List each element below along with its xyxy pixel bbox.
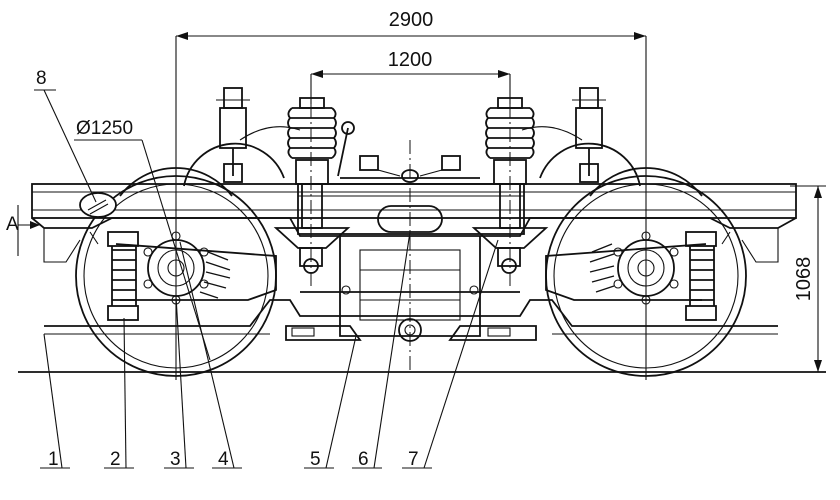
callout-2-label: 2 (110, 449, 121, 470)
callout-1-label: 1 (48, 449, 59, 470)
axlebox-spring-left (107, 231, 139, 321)
wheelbase-label: 2900 (389, 9, 434, 31)
bottom-callouts: 1 2 3 4 5 6 7 (40, 231, 499, 470)
callout-3-label: 3 (170, 449, 181, 470)
callout-4-label: 4 (218, 449, 229, 470)
callout-7-label: 7 (408, 449, 419, 470)
callout-wheel-diameter: Ø1250 (74, 118, 211, 361)
top-linkage (337, 121, 480, 183)
spring-spacing-label: 1200 (388, 49, 433, 71)
damper-left (216, 87, 250, 183)
callout-8-label: 8 (36, 68, 47, 89)
axlebox-spring-right (685, 231, 717, 321)
spring-left (273, 97, 351, 274)
dimension-spring-spacing: 1200 (310, 49, 511, 104)
height-label: 1068 (793, 257, 815, 302)
centerlines (175, 104, 647, 372)
damper-right (572, 87, 606, 183)
section-mark-a: A (6, 205, 40, 256)
callout-5-label: 5 (310, 449, 321, 470)
section-mark-label: A (6, 214, 19, 235)
callout-6-label: 6 (358, 449, 369, 470)
callout-8: 8 (34, 68, 97, 203)
wheel-diameter-label: Ø1250 (76, 118, 133, 139)
